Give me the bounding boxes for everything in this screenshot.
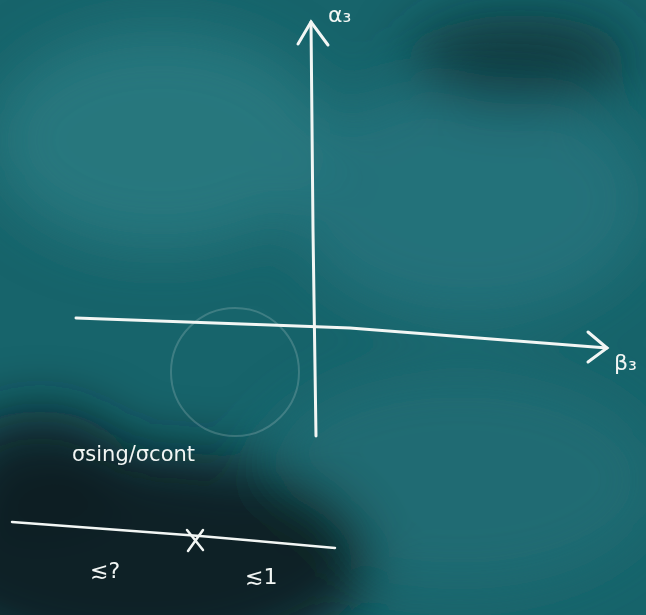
- chalk-smudges: [0, 15, 646, 615]
- alpha-arrowhead: [298, 22, 328, 45]
- chalk-lines: [12, 22, 607, 551]
- axis-label: α₃: [328, 4, 351, 26]
- axis-label: β₃: [614, 352, 637, 374]
- ratio-label: σsing/σcont: [72, 444, 195, 465]
- cross-mark: [187, 530, 203, 551]
- beta-arrowhead: [588, 332, 607, 362]
- region-label: ≲?: [90, 560, 120, 582]
- ratio-line: [12, 522, 335, 548]
- beta-axis: [76, 318, 607, 348]
- faint-circle: [171, 308, 299, 436]
- alpha-axis: [311, 22, 316, 436]
- region-label: ≲1: [245, 566, 277, 588]
